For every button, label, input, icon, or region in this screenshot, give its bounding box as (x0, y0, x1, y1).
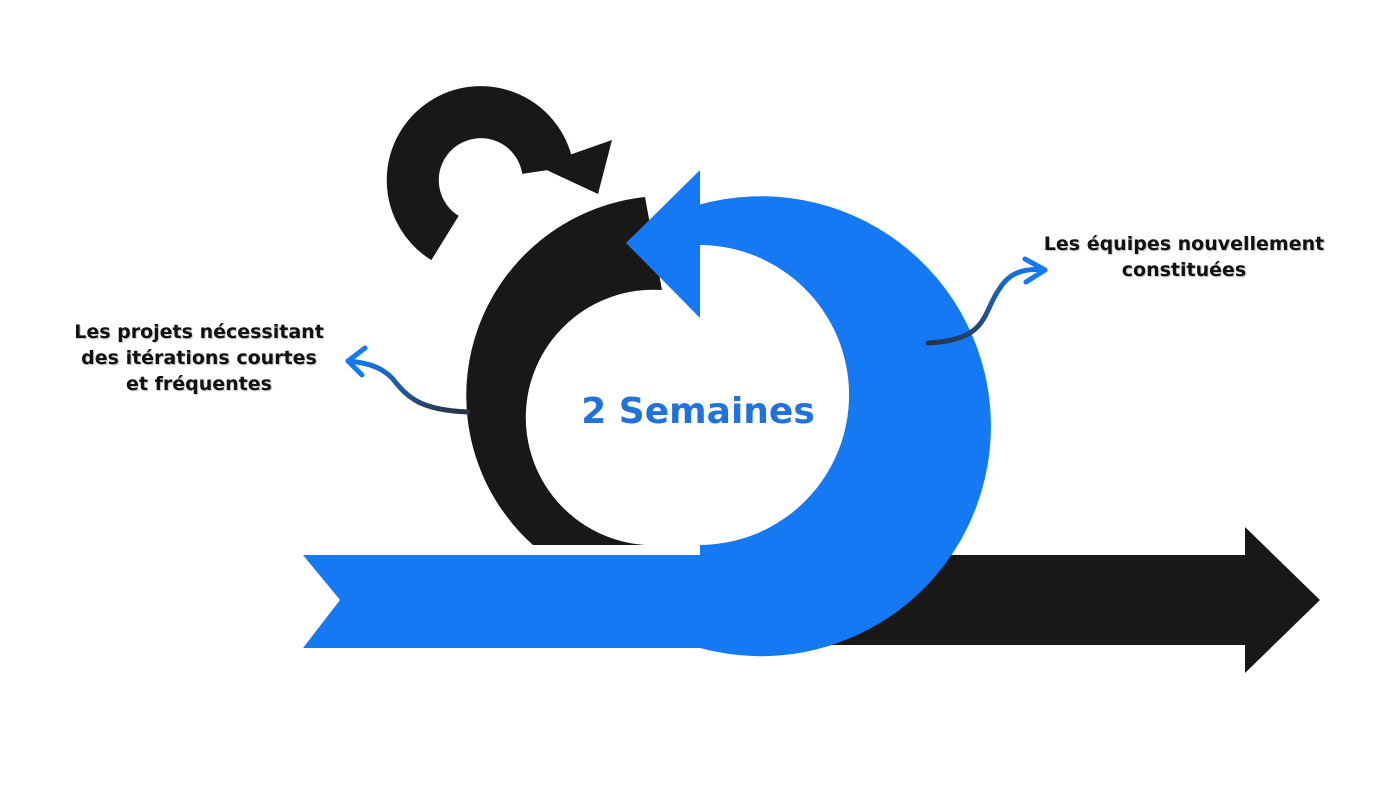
left-connector-arrow (345, 345, 471, 415)
new-teams-label: Les équipes nouvellement constituées (1000, 231, 1368, 283)
main-cycle-black-arc (466, 197, 662, 545)
small-cycle-arrow (386, 86, 612, 261)
iteration-duration-label: 2 Semaines (581, 391, 815, 432)
projects-label-line-3: et fréquentes (126, 373, 272, 396)
short-iterations-projects-label: Les projets nécessitant des itérations c… (40, 319, 358, 398)
projects-label-line-1: Les projets nécessitant (74, 321, 324, 343)
new-teams-label-line-1: Les équipes nouvellement (1043, 233, 1325, 255)
projects-label-line-2: des itérations courtes (81, 347, 317, 370)
right-connector-arrow (925, 256, 1048, 346)
new-teams-label-line-2: constituées (1121, 259, 1247, 282)
entry-ribbon (303, 555, 700, 648)
main-cycle-blue-arc (626, 170, 991, 657)
